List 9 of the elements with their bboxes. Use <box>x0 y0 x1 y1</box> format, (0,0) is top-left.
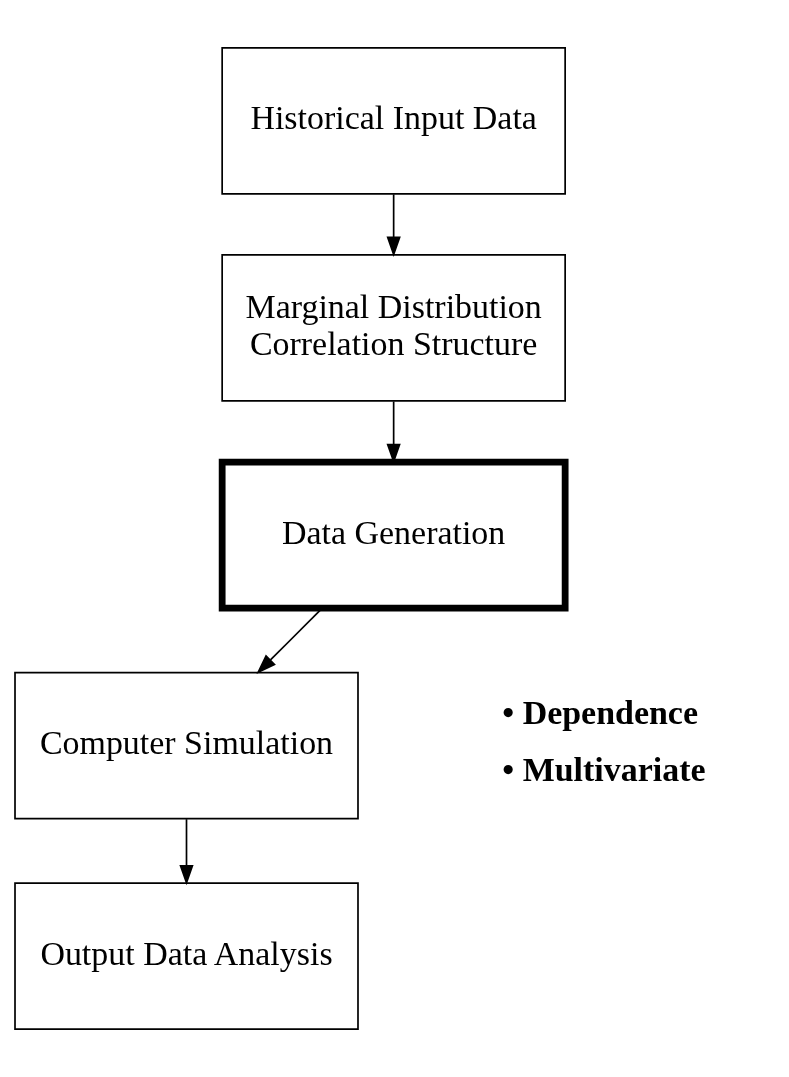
node-box: Historical Input Data <box>221 46 566 195</box>
node-box: Output Data Analysis <box>14 882 359 1031</box>
label: • Dependence <box>502 693 699 731</box>
node-box: Computer Simulation <box>14 671 359 820</box>
node-box: Marginal Distribution Correlation Structure <box>221 254 566 402</box>
node-box: Data Generation <box>218 458 569 612</box>
label: • Multivariate <box>502 751 706 789</box>
arrow <box>386 193 401 257</box>
arrow <box>179 818 194 886</box>
